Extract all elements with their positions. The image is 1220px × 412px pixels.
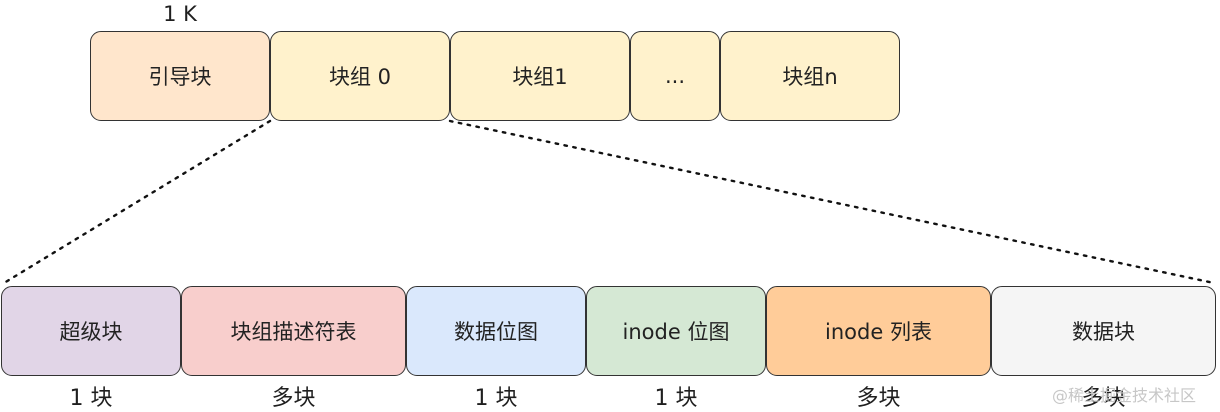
inode-bitmap: inode 位图 [586, 286, 766, 376]
block-group-n: 块组n [720, 31, 900, 121]
data-bitmap: 数据位图 [406, 286, 586, 376]
expansion-line-left [2, 119, 272, 285]
expansion-line-right [448, 119, 1216, 285]
superblock: 超级块 [1, 286, 181, 376]
block-size-label: 1 K [163, 2, 197, 26]
block-group-0: 块组 0 [270, 31, 450, 121]
block-group-1: 块组1 [450, 31, 630, 121]
block-group-ellipsis: ... [630, 31, 720, 121]
data-blocks: 数据块 [991, 286, 1216, 376]
inode-bitmap-count: 1 块 [654, 386, 698, 411]
inode-table: inode 列表 [766, 286, 991, 376]
watermark: @稀土掘金技术社区 [1052, 386, 1197, 405]
boot-block: 引导块 [90, 31, 270, 121]
data-blocks-count: 多块 [1081, 386, 1126, 411]
inode-table-count: 多块 [856, 386, 901, 411]
data-bitmap-count: 1 块 [474, 386, 518, 411]
group-descriptor-table-count: 多块 [271, 386, 316, 411]
group-descriptor-table: 块组描述符表 [181, 286, 406, 376]
superblock-count: 1 块 [69, 386, 113, 411]
